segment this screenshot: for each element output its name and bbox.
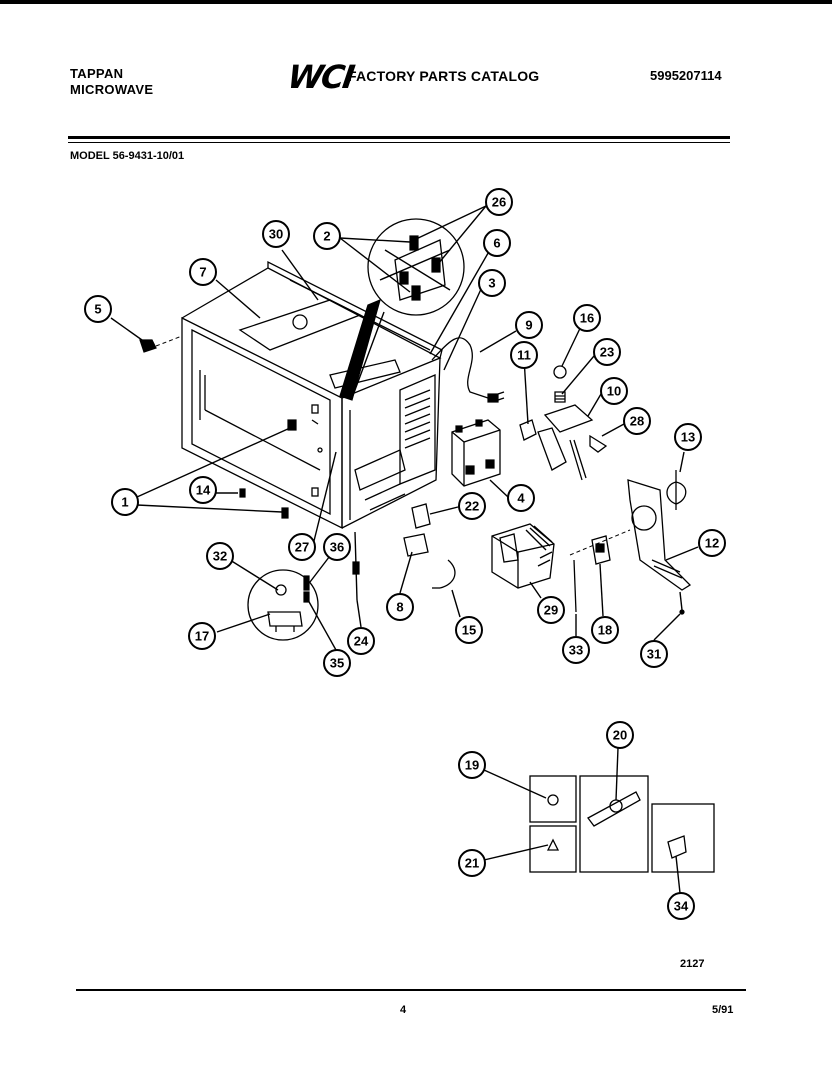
- callout-21: 21: [458, 849, 486, 877]
- part-4-drawing: [451, 419, 501, 487]
- power-cord-drawing: [431, 337, 505, 403]
- svg-text:12: 12: [705, 536, 719, 551]
- callout-6: 6: [483, 229, 511, 257]
- callout-9: 9: [515, 311, 543, 339]
- footer-rule: [76, 989, 746, 991]
- svg-text:14: 14: [196, 483, 211, 498]
- callout-35: 35: [323, 649, 351, 677]
- callout-1: 1: [111, 488, 139, 516]
- callout-2: 2: [313, 222, 341, 250]
- callout-34: 34: [667, 892, 695, 920]
- model-number: MODEL 56-9431-10/01: [70, 150, 185, 162]
- callout-30: 30: [262, 220, 290, 248]
- svg-text:34: 34: [674, 899, 689, 914]
- callout-20: 20: [606, 721, 634, 749]
- svg-text:31: 31: [647, 647, 661, 662]
- svg-text:16: 16: [580, 311, 594, 326]
- top-border: [0, 0, 832, 4]
- header-rule-thin: [68, 142, 730, 143]
- callout-36: 36: [323, 533, 351, 561]
- svg-text:23: 23: [600, 345, 614, 360]
- svg-text:27: 27: [295, 540, 309, 555]
- svg-text:9: 9: [525, 318, 532, 333]
- brand-block: TAPPAN MICROWAVE: [70, 66, 153, 98]
- callout-4: 4: [507, 484, 535, 512]
- callout-16: 16: [573, 304, 601, 332]
- callout-5: 5: [84, 295, 112, 323]
- transformer-drawing: [491, 523, 555, 589]
- callout-33: 33: [562, 636, 590, 664]
- callout-14: 14: [189, 476, 217, 504]
- svg-text:35: 35: [330, 656, 344, 671]
- part-5-drawing: [139, 339, 157, 353]
- page-number: 4: [400, 1004, 407, 1016]
- svg-text:21: 21: [465, 856, 479, 871]
- svg-text:13: 13: [681, 430, 695, 445]
- fan-bracket-drawing: [627, 470, 692, 615]
- inset-panels: [529, 775, 715, 873]
- figure-code: 2127: [680, 958, 705, 970]
- svg-text:18: 18: [598, 623, 612, 638]
- callout-13: 13: [674, 423, 702, 451]
- callout-8: 8: [386, 593, 414, 621]
- svg-text:10: 10: [607, 384, 621, 399]
- callout-32: 32: [206, 542, 234, 570]
- callout-22: 22: [458, 492, 486, 520]
- svg-text:7: 7: [199, 265, 206, 280]
- svg-text:4: 4: [517, 491, 525, 506]
- callout-11: 11: [510, 341, 538, 369]
- callout-3: 3: [478, 269, 506, 297]
- callout-24: 24: [347, 627, 375, 655]
- svg-text:11: 11: [517, 348, 531, 363]
- svg-text:3: 3: [488, 276, 495, 291]
- catalog-number: 5995207114: [650, 68, 722, 83]
- svg-text:22: 22: [465, 499, 479, 514]
- interlock-parts-drawing: [519, 365, 608, 481]
- svg-text:33: 33: [569, 643, 583, 658]
- svg-text:30: 30: [269, 227, 283, 242]
- callout-29: 29: [537, 596, 565, 624]
- callout-26: 26: [485, 188, 513, 216]
- svg-text:15: 15: [462, 623, 476, 638]
- callout-23: 23: [593, 338, 621, 366]
- callout-15: 15: [455, 616, 483, 644]
- callout-10: 10: [600, 377, 628, 405]
- part-18-drawing: [569, 529, 631, 613]
- svg-text:29: 29: [544, 603, 558, 618]
- svg-text:5: 5: [94, 302, 101, 317]
- callout-17: 17: [188, 622, 216, 650]
- callout-27: 27: [288, 533, 316, 561]
- svg-text:28: 28: [630, 414, 644, 429]
- svg-text:20: 20: [613, 728, 627, 743]
- fuse-assembly-drawing: [239, 419, 360, 641]
- cabinet-drawing: [181, 260, 443, 530]
- leader-lines: [110, 205, 699, 894]
- svg-text:19: 19: [465, 758, 479, 773]
- svg-text:1: 1: [121, 495, 128, 510]
- catalog-title: FACTORY PARTS CATALOG: [348, 68, 540, 84]
- callout-7: 7: [189, 258, 217, 286]
- svg-text:6: 6: [493, 236, 500, 251]
- callout-19: 19: [458, 751, 486, 779]
- product-type: MICROWAVE: [70, 82, 154, 97]
- header-rule-thick: [68, 136, 730, 139]
- switch-detail-drawing: [339, 218, 465, 401]
- svg-text:32: 32: [213, 549, 227, 564]
- callout-28: 28: [623, 407, 651, 435]
- callout-12: 12: [698, 529, 726, 557]
- svg-text:8: 8: [396, 600, 403, 615]
- brand-name: TAPPAN: [70, 66, 124, 81]
- svg-text:36: 36: [330, 540, 344, 555]
- svg-text:24: 24: [354, 634, 369, 649]
- revision-date: 5/91: [712, 1004, 734, 1016]
- svg-text:2: 2: [323, 229, 330, 244]
- part-8-22-drawing: [403, 503, 456, 589]
- svg-text:26: 26: [492, 195, 506, 210]
- callout-31: 31: [640, 640, 668, 668]
- callout-18: 18: [591, 616, 619, 644]
- svg-text:17: 17: [195, 629, 209, 644]
